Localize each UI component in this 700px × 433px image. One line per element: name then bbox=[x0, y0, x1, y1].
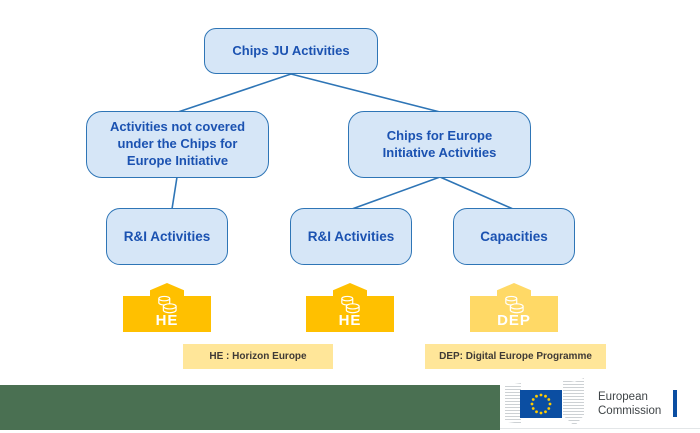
logo-baseline-rule bbox=[500, 428, 700, 429]
eu-stars-icon bbox=[530, 393, 552, 415]
logo-line2: Commission bbox=[598, 404, 662, 417]
logo-stripes-left bbox=[505, 383, 521, 424]
node-chips-for-europe-initiative: Chips for Europe Initiative Activities bbox=[348, 111, 531, 178]
coins-icon bbox=[505, 295, 524, 314]
node-activities-not-covered: Activities not covered under the Chips f… bbox=[86, 111, 269, 178]
node-label: Activities not covered under the Chips f… bbox=[109, 119, 246, 168]
badge-he-mid: HE bbox=[306, 283, 394, 332]
european-commission-logo: European Commission bbox=[500, 376, 700, 433]
node-ri-activities-left: R&I Activities bbox=[106, 208, 228, 265]
logo-vertical-bar bbox=[673, 390, 677, 417]
legend-label: HE : Horizon Europe bbox=[209, 351, 307, 362]
badge-label: DEP bbox=[497, 312, 531, 329]
node-label: Chips JU Activities bbox=[232, 42, 350, 58]
logo-line1: European bbox=[598, 391, 648, 403]
node-capacities: Capacities bbox=[453, 208, 575, 265]
badge-label: HE bbox=[338, 312, 362, 329]
node-label: R&I Activities bbox=[123, 228, 211, 244]
legend-he-horizon-europe: HE : Horizon Europe bbox=[183, 344, 333, 369]
legend-label: DEP: Digital Europe Programme bbox=[439, 351, 592, 362]
coins-icon bbox=[158, 295, 177, 314]
badge-label: HE bbox=[155, 312, 179, 329]
node-label: R&I Activities bbox=[307, 228, 395, 244]
coins-icon bbox=[341, 295, 360, 314]
node-label: Chips for Europe Initiative Activities bbox=[382, 127, 497, 160]
eu-flag-icon bbox=[520, 390, 562, 418]
node-label: Capacities bbox=[480, 228, 548, 244]
legend-dep-digital-europe: DEP: Digital Europe Programme bbox=[425, 344, 606, 369]
logo-wordmark: European Commission bbox=[598, 391, 661, 418]
footer-green-bar bbox=[0, 385, 500, 430]
badge-he-left: HE bbox=[123, 283, 211, 332]
badge-dep: DEP bbox=[470, 283, 558, 332]
node-ri-activities-mid: R&I Activities bbox=[290, 208, 412, 265]
node-chips-ju-activities: Chips JU Activities bbox=[204, 28, 378, 74]
logo-stripes-right bbox=[563, 378, 584, 426]
